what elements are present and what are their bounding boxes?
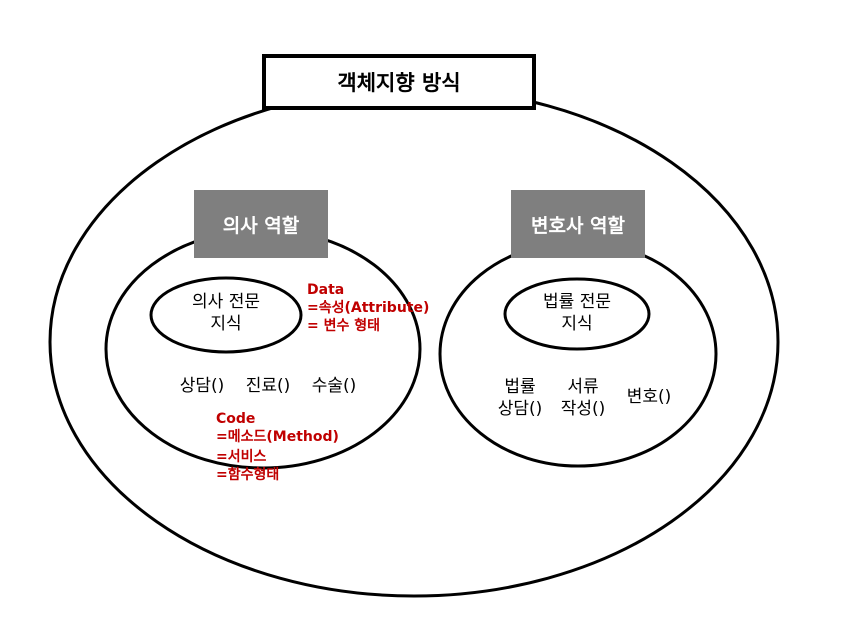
- code-annotation-line-4: =함수형태: [216, 467, 280, 483]
- code-annotation-line-3: =서비스: [216, 449, 267, 465]
- doctor-method-surgery: 수술(): [311, 376, 357, 396]
- doctor-knowledge-line-2: 지식: [210, 314, 242, 334]
- data-annotation-line-2: =속성(Attribute): [307, 300, 430, 316]
- lawyer-knowledge-line-2: 지식: [561, 314, 593, 334]
- code-annotation-line-1: Code: [216, 411, 256, 427]
- lawyer-method-legal-line-1: 법률: [504, 377, 536, 397]
- doctor-method-consult: 상담(): [179, 376, 225, 396]
- doctor-knowledge-ellipse: [149, 276, 303, 354]
- doctor-knowledge-line-1: 의사 전문: [192, 292, 260, 312]
- diagram-title: 객체지향 방식: [337, 71, 461, 95]
- lawyer-knowledge-ellipse: [503, 277, 651, 351]
- doctor-role-label: 의사 역할: [222, 214, 300, 237]
- lawyer-role-box: 변호사 역할: [511, 190, 645, 258]
- lawyer-method-docs-line-2: 작성(): [560, 399, 606, 419]
- data-annotation-line-1: Data: [307, 282, 345, 298]
- lawyer-role-label: 변호사 역할: [530, 214, 625, 237]
- data-annotation-line-3: = 변수 형태: [307, 318, 380, 334]
- lawyer-knowledge-line-1: 법률 전문: [543, 292, 611, 312]
- lawyer-ellipse: [438, 240, 718, 468]
- lawyer-method-docs-line-1: 서류: [567, 377, 599, 397]
- doctor-role-box: 의사 역할: [194, 190, 328, 258]
- lawyer-method-defend: 변호(): [626, 387, 672, 407]
- lawyer-method-legal-line-2: 상담(): [497, 399, 543, 419]
- code-annotation-line-2: =메소드(Method): [216, 429, 339, 445]
- title-box: 객체지향 방식: [262, 54, 536, 110]
- doctor-method-treat: 진료(): [245, 376, 291, 396]
